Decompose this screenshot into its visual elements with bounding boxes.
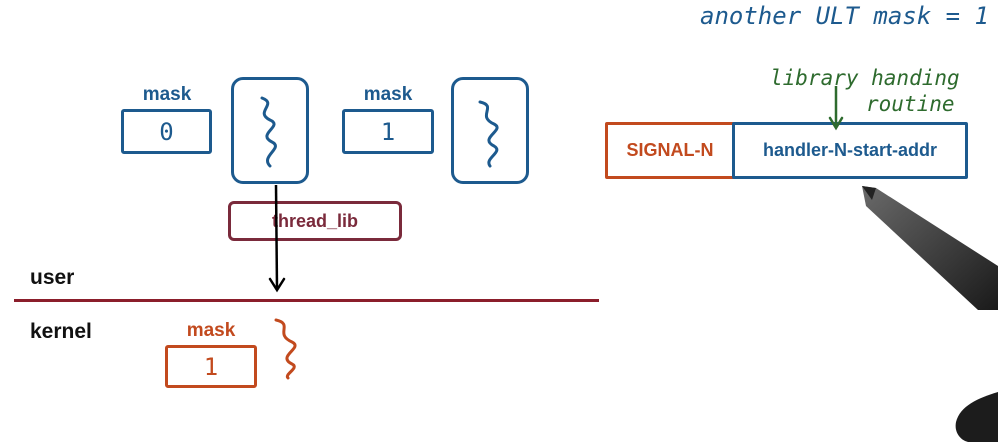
mask-label-thread-1: mask [142, 84, 192, 105]
thread-lib-label: thread_lib [271, 210, 359, 231]
kernel-mask-box: 1 [165, 345, 257, 388]
mask-box-thread-2: 1 [342, 109, 434, 154]
user-thread-1 [231, 77, 309, 184]
mask-value-thread-1: 0 [159, 117, 174, 146]
user-thread-2 [451, 77, 529, 184]
user-label: user [30, 266, 75, 289]
mask-box-thread-1: 0 [121, 109, 212, 154]
annotation-line-1: library handing [770, 66, 960, 90]
user-kernel-divider [14, 299, 599, 302]
thread-squiggle-icon [260, 96, 277, 168]
signal-n-cell: SIGNAL-N [605, 122, 735, 179]
mask-value-thread-2: 1 [380, 117, 396, 146]
handler-label: handler-N-start-addr [762, 140, 937, 160]
kernel-mask-value: 1 [203, 352, 219, 381]
kernel-label: kernel [30, 320, 92, 343]
annotation-arrow [828, 86, 844, 131]
handler-cell: handler-N-start-addr [732, 122, 968, 179]
top-note: another ULT mask = 1 [700, 2, 989, 30]
thread-lib-box: thread_lib [228, 201, 402, 241]
signal-n-label: SIGNAL-N [626, 140, 714, 160]
mask-label-thread-2: mask [363, 84, 413, 105]
thread-squiggle-icon [478, 100, 499, 168]
kernel-mask-label: mask [186, 320, 236, 341]
annotation-line-2: routine [866, 92, 955, 116]
pen-icon [862, 186, 998, 310]
kernel-thread-squiggle-icon [274, 318, 297, 380]
hand-icon [955, 392, 998, 442]
thread-lib-arrow [268, 185, 286, 293]
